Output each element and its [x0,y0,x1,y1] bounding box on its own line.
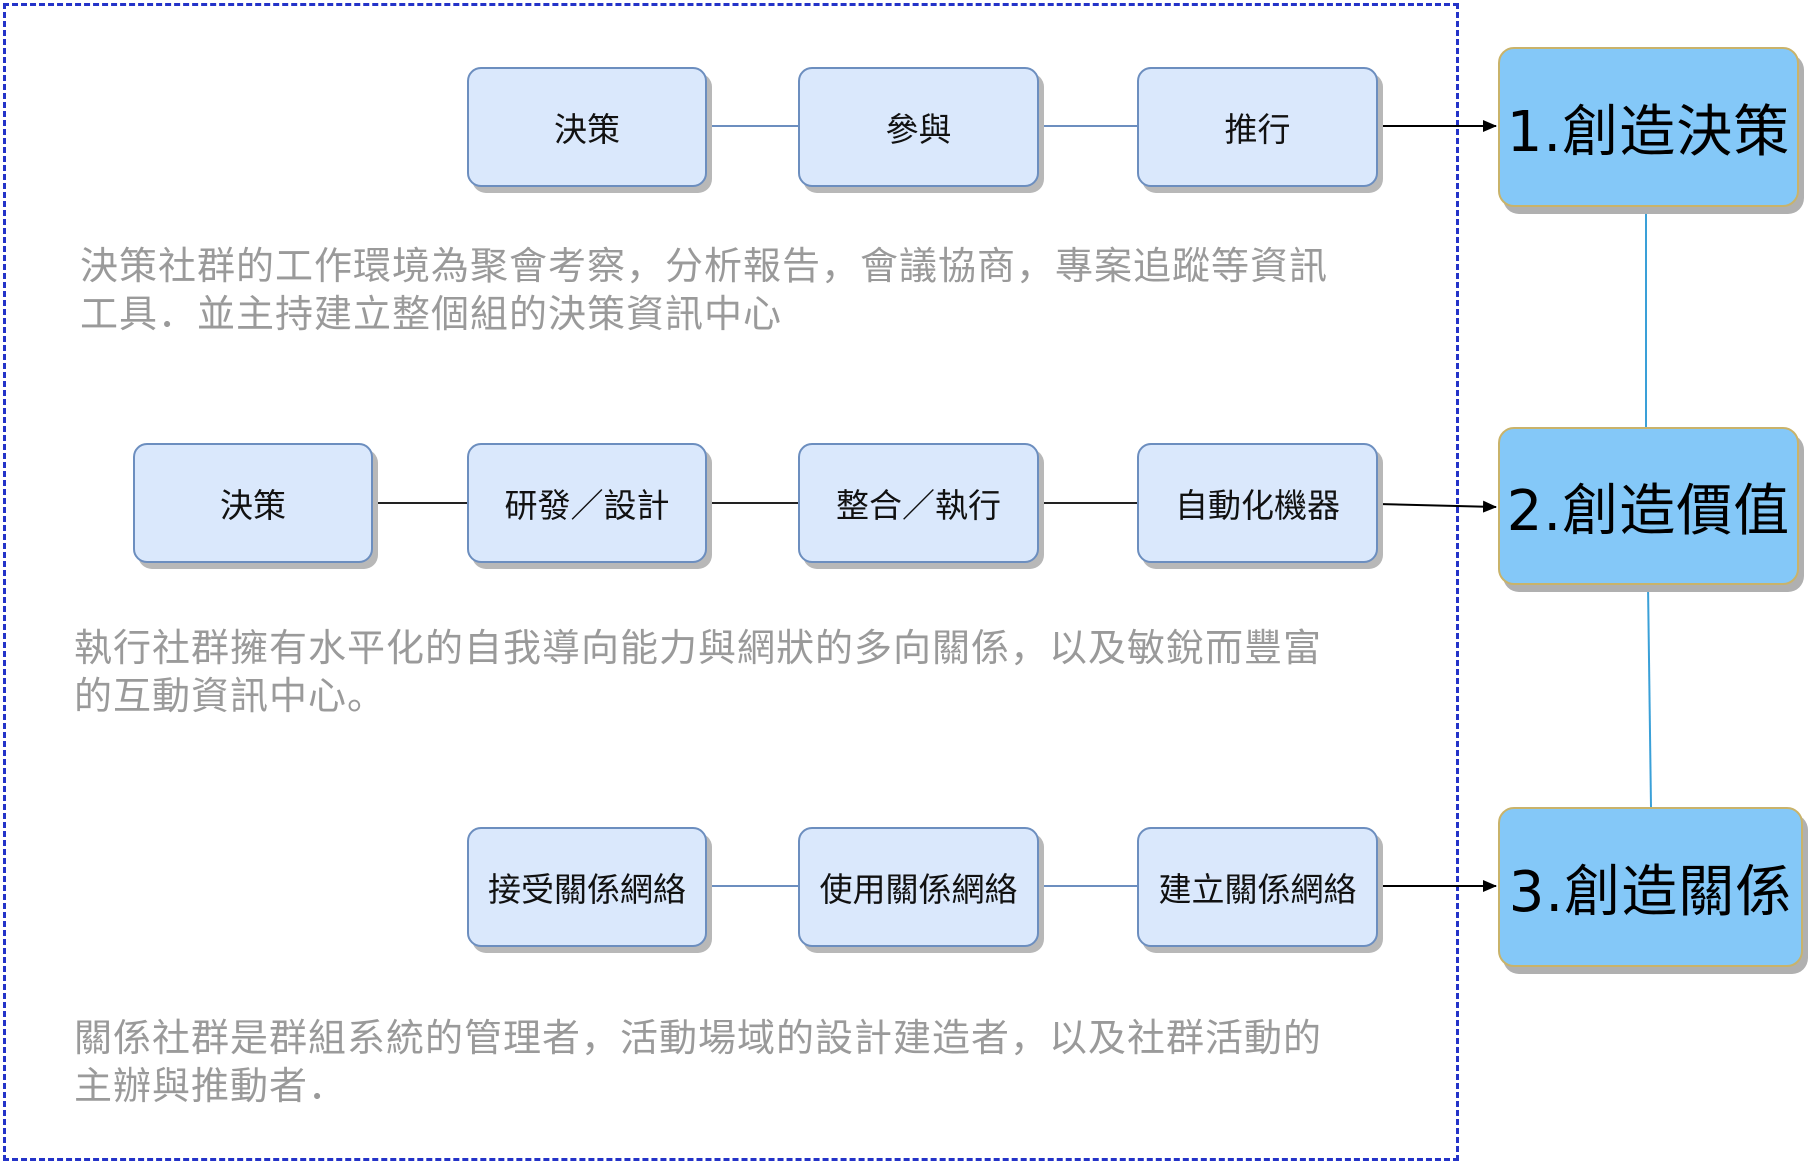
row2-step-integrate-execute: 整合／執行 [798,443,1039,563]
row2-description: 執行社群擁有水平化的自我導向能力與網狀的多向關係，以及敏銳而豐富 的互動資訊中心… [74,624,1374,720]
row1-description: 決策社群的工作環境為聚會考察，分析報告，會議協商，專案追蹤等資訊 工具．並主持建… [80,242,1380,338]
row2-step-decision: 決策 [133,443,373,563]
dashed-group-frame [3,3,1459,1161]
row1-step-participation: 參與 [798,67,1039,187]
row2-step-automation: 自動化機器 [1137,443,1378,563]
outcome-link-2-3 [1647,584,1652,808]
outcome-create-relationship: 3.創造關係 [1498,807,1803,967]
row3-description: 關係社群是群組系統的管理者，活動場域的設計建造者，以及社群活動的 主辦與推動者． [74,1014,1374,1110]
outcome-create-value: 2.創造價值 [1498,427,1799,585]
outcome-create-decision: 1.創造決策 [1498,47,1799,207]
row1-description-line-1: 決策社群的工作環境為聚會考察，分析報告，會議協商，專案追蹤等資訊 [80,244,1329,288]
row3-description-line-2: 主辦與推動者． [74,1064,348,1108]
row2-step-rd-design: 研發／設計 [467,443,707,563]
row3-description-line-1: 關係社群是群組系統的管理者，活動場域的設計建造者，以及社群活動的 [74,1016,1323,1060]
row1-description-line-2: 工具．並主持建立整個組的決策資訊中心 [80,292,783,336]
row1-step-decision: 決策 [467,67,707,187]
row3-step-use-network: 使用關係網絡 [798,827,1039,947]
row3-step-accept-network: 接受關係網絡 [467,827,707,947]
row1-step-implementation: 推行 [1137,67,1378,187]
row2-description-line-2: 的互動資訊中心。 [74,674,387,718]
row3-step-build-network: 建立關係網絡 [1137,827,1378,947]
row2-description-line-1: 執行社群擁有水平化的自我導向能力與網狀的多向關係，以及敏銳而豐富 [74,626,1323,670]
